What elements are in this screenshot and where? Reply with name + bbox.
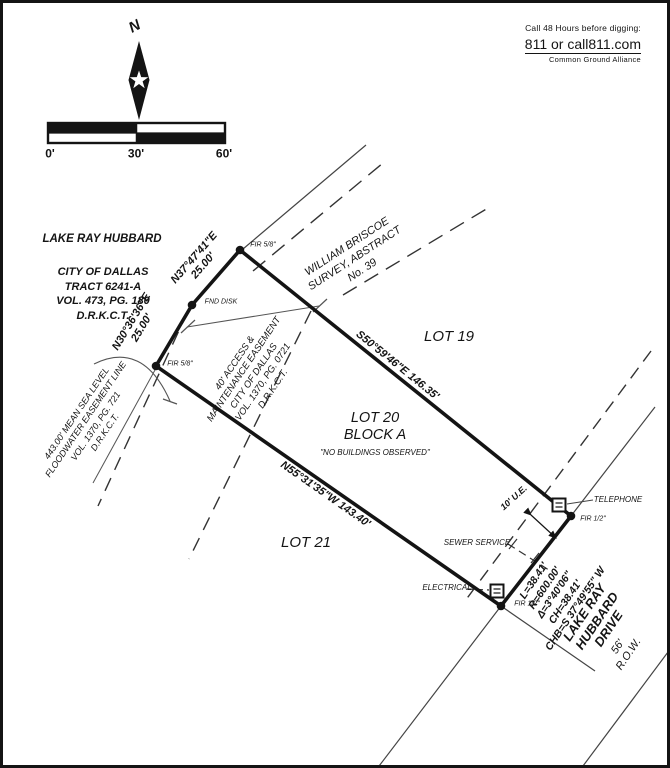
leader-tick xyxy=(162,398,178,405)
road-edge-extension-south xyxy=(379,605,502,765)
access-easement-boundary xyxy=(188,310,312,560)
floodwater-easement-line xyxy=(97,310,189,507)
floodwater-leader-arc xyxy=(93,356,171,402)
electrical-symbol xyxy=(489,583,505,599)
utility-notice: Call 48 Hours before digging: 811 or cal… xyxy=(524,23,641,64)
corner-marker-east xyxy=(566,511,576,521)
sewer-service-leader xyxy=(507,543,553,573)
sewer-tick-2 xyxy=(530,552,540,564)
lot-line-extension xyxy=(500,605,596,672)
road-edge-extension-north xyxy=(570,406,656,517)
lot-boundary xyxy=(153,247,574,609)
survey-line-dashed-2 xyxy=(342,204,494,296)
north-arrow-icon xyxy=(128,41,150,120)
floodwater-leader-line xyxy=(92,369,156,484)
utility-easement-line xyxy=(464,350,652,602)
scale-bar xyxy=(46,121,227,145)
plat-drawing-svg xyxy=(46,41,667,765)
notice-alliance-line: Common Ground Alliance xyxy=(548,55,641,64)
corner-marker-fnd-disk xyxy=(187,300,197,310)
corner-marker-south xyxy=(496,601,506,611)
survey-line-dashed-1 xyxy=(252,162,384,272)
corner-marker-north xyxy=(235,245,245,255)
notice-811-line: 811 or call811.com xyxy=(524,36,641,54)
easement-width-dimension xyxy=(186,305,320,328)
corner-marker-west xyxy=(151,361,161,371)
row-line xyxy=(582,652,667,765)
dimension-tick-left xyxy=(180,319,196,334)
telephone-leader xyxy=(566,499,594,505)
notice-call-line: Call 48 Hours before digging: xyxy=(525,23,641,33)
sewer-tick-1 xyxy=(508,538,518,550)
ue-width-arrow xyxy=(523,507,557,539)
telephone-symbol xyxy=(551,497,567,513)
survey-line-solid xyxy=(242,144,367,250)
